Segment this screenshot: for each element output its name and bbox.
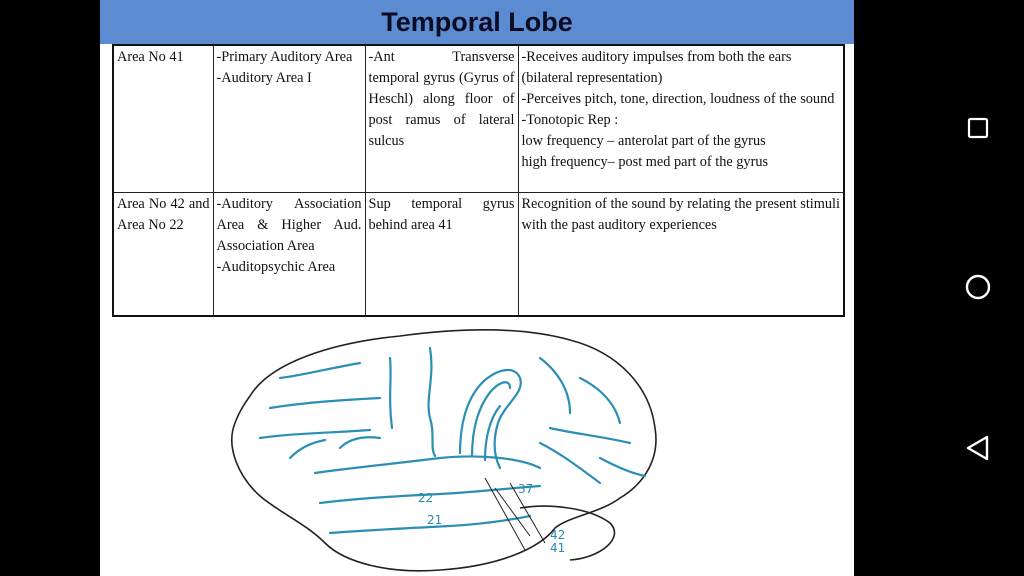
brain-outline bbox=[231, 328, 657, 572]
recents-button[interactable] bbox=[957, 107, 999, 149]
area-number-cell: Area No 42 and Area No 22 bbox=[112, 191, 214, 317]
table-row: Area No 42 and Area No 22 -Auditory Asso… bbox=[112, 191, 845, 317]
home-circle-icon bbox=[965, 274, 991, 300]
areas-table: Area No 41 -Primary Auditory Area -Audit… bbox=[112, 44, 845, 317]
android-navigation-bar bbox=[932, 0, 1024, 576]
cerebellum-outline bbox=[519, 505, 616, 561]
slide: Temporal Lobe Area No 41 -Primary Audito… bbox=[100, 0, 854, 576]
home-button[interactable] bbox=[957, 266, 999, 308]
area-number-cell: Area No 41 bbox=[112, 44, 214, 193]
area-name-cell: -Auditory Association Area & Higher Aud.… bbox=[212, 191, 366, 317]
table-row: Area No 41 -Primary Auditory Area -Audit… bbox=[112, 44, 845, 193]
recents-square-icon bbox=[967, 117, 989, 139]
location-cell: -Ant Transverse temporal gyrus (Gyrus of… bbox=[364, 44, 519, 193]
function-cell: -Receives auditory impulses from both th… bbox=[517, 44, 845, 193]
function-cell: Recognition of the sound by relating the… bbox=[517, 191, 845, 317]
slide-title: Temporal Lobe bbox=[381, 6, 573, 37]
area-37-label: 37 bbox=[518, 482, 533, 496]
area-name-cell: -Primary Auditory Area -Auditory Area I bbox=[212, 44, 366, 193]
back-triangle-icon bbox=[966, 435, 989, 461]
area-22-label: 22 bbox=[418, 491, 433, 505]
location-cell: Sup temporal gyrus behind area 41 bbox=[364, 191, 519, 317]
back-button[interactable] bbox=[957, 427, 999, 469]
area-42-label: 42 bbox=[550, 528, 565, 542]
title-bar: Temporal Lobe bbox=[100, 0, 854, 44]
area-41-label: 41 bbox=[550, 541, 565, 555]
brain-lateral-diagram: 22 21 37 42 41 bbox=[231, 328, 657, 572]
area-21-label: 21 bbox=[427, 513, 442, 527]
